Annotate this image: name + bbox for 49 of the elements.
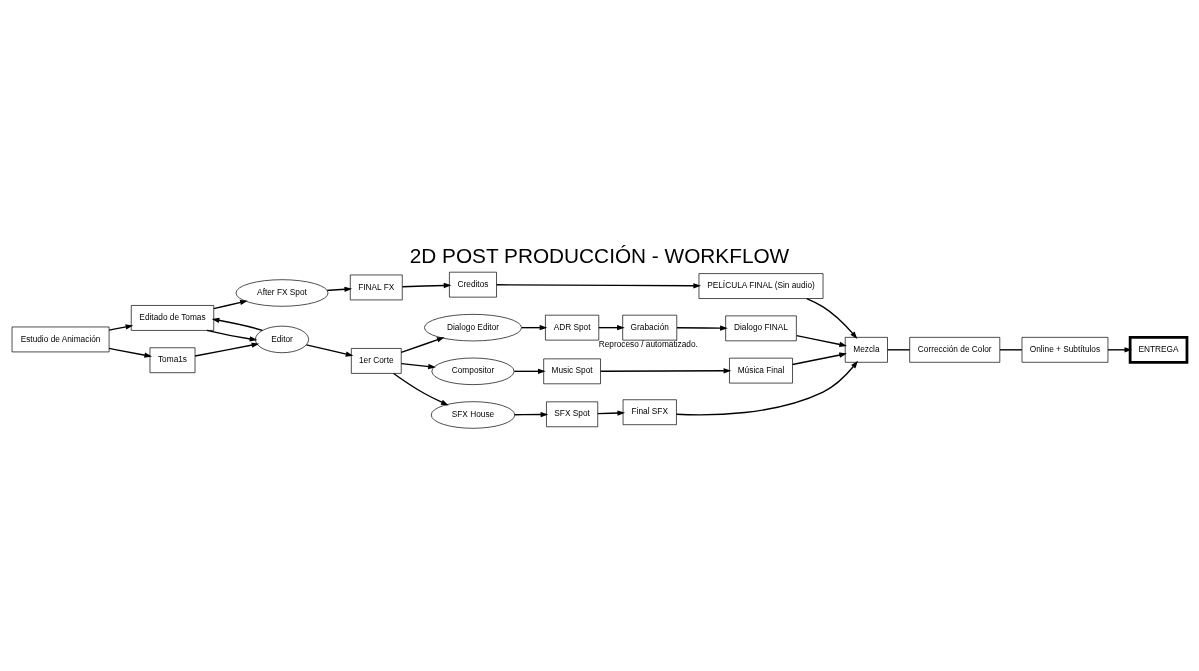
arrow <box>806 297 858 339</box>
node-box: ADR Spot <box>545 314 600 340</box>
arrow <box>495 282 702 288</box>
arrow <box>400 362 436 369</box>
arrow <box>675 360 859 416</box>
node-box: 1er Corte <box>350 347 402 374</box>
arrow <box>1107 346 1133 352</box>
node-box: Estudio de Animación <box>11 326 110 352</box>
arrow <box>520 324 548 330</box>
arrow <box>213 299 248 309</box>
node-box: Online + Subtítulos <box>1021 336 1109 363</box>
node-box: ENTREGA <box>1128 335 1189 364</box>
node-ellipse: Editor <box>255 325 309 353</box>
arrow <box>400 336 445 353</box>
arrow <box>597 409 626 416</box>
node-ellipse: Compositor <box>431 357 515 385</box>
connector <box>999 348 1023 351</box>
arrow <box>514 411 549 417</box>
arrow <box>194 342 260 357</box>
node-box: FINAL FX <box>349 274 403 300</box>
arrow <box>599 367 732 373</box>
arrow <box>305 343 354 357</box>
arrow <box>795 334 847 347</box>
diagram-title: 2D POST PRODUCCIÓN - WORKFLOW <box>409 243 790 267</box>
arrow <box>791 351 847 365</box>
arrow <box>676 324 728 331</box>
node-box: PELÍCULA FINAL (Sin audio) <box>698 272 824 299</box>
node-box: Editado de Tomas <box>130 304 215 331</box>
connector <box>886 348 911 351</box>
arrow <box>598 324 625 330</box>
arrow <box>401 282 452 288</box>
node-box: Música Final <box>729 357 793 383</box>
node-box: Final SFX <box>622 398 677 425</box>
node-box: Grabación <box>622 314 678 340</box>
node-box: Corrección de Color <box>909 336 1001 363</box>
arrow <box>206 329 258 342</box>
node-box: Dialogo FINAL <box>725 315 797 341</box>
arrow <box>108 347 153 358</box>
arrow <box>108 323 134 331</box>
node-box: Music Spot <box>543 358 601 384</box>
node-box: Mezcla <box>844 336 888 363</box>
arrow <box>211 317 264 331</box>
node-box: Toma1s <box>149 346 196 373</box>
node-box: SFX Spot <box>546 400 599 427</box>
arrow <box>326 286 353 292</box>
node-box: Creditos <box>449 271 497 297</box>
arrow <box>392 372 449 405</box>
node-label: Reproceso / automatizado. <box>598 338 698 349</box>
arrow <box>513 368 546 374</box>
